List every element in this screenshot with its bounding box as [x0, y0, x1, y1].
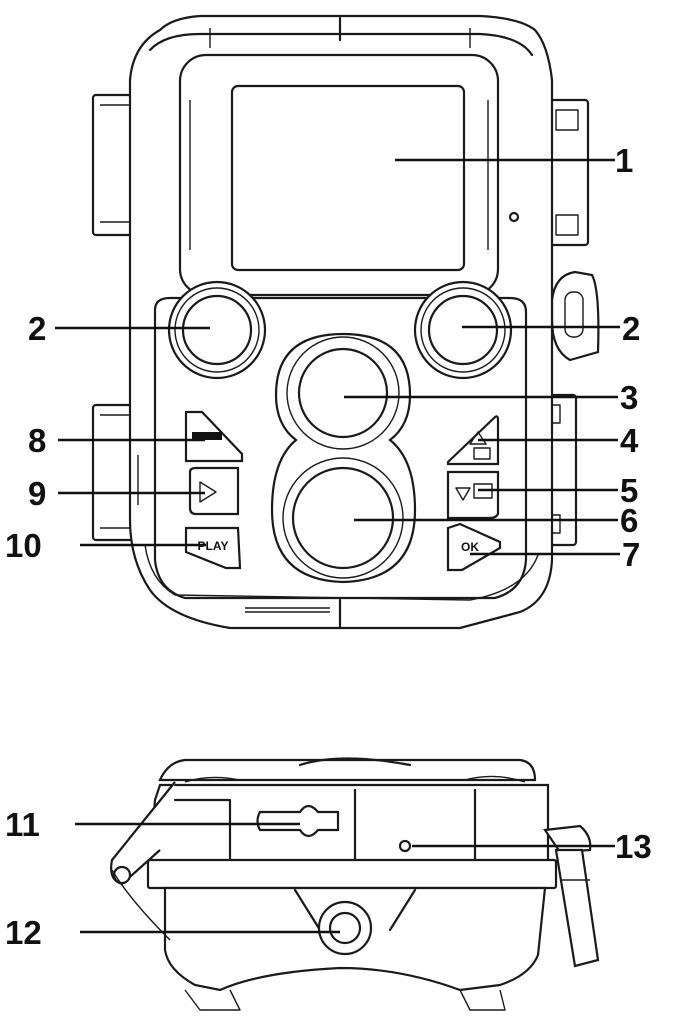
play-button[interactable]: PLAY [184, 526, 242, 570]
front-view: PLAY OK [91, 14, 600, 630]
callout-3: 3 [620, 379, 638, 416]
callout-4: 4 [620, 422, 639, 459]
bottom-top-rim [158, 758, 537, 782]
infrared-led-right [413, 280, 513, 380]
bottom-view [110, 757, 600, 1011]
menu-button[interactable] [184, 410, 244, 463]
callout-8: 8 [28, 422, 46, 459]
callout-9: 9 [28, 475, 46, 512]
leader-lines [55, 158, 620, 934]
infrared-led-left [167, 280, 267, 380]
down-triangle-icon [455, 487, 471, 501]
down-video-button[interactable] [446, 470, 500, 520]
callout-2-left: 2 [28, 310, 46, 347]
pir-sensor [282, 457, 404, 579]
callout-12: 12 [5, 914, 42, 951]
lcd-screen [230, 84, 466, 272]
up-capture-button[interactable] [446, 415, 500, 466]
status-led-icon [508, 211, 520, 223]
ok-button[interactable]: OK [446, 522, 502, 572]
callout-numbers: 1 2 2 3 4 5 6 7 8 9 10 11 12 13 [5, 142, 652, 951]
camera-icon [473, 447, 491, 460]
bottom-base-plate [146, 858, 558, 890]
callout-10: 10 [5, 527, 42, 564]
callout-13: 13 [615, 828, 652, 865]
callout-7: 7 [622, 536, 640, 573]
callout-11: 11 [5, 806, 40, 843]
ok-button-label: OK [461, 540, 479, 554]
right-arrow-button[interactable] [188, 466, 240, 516]
right-latch [543, 824, 592, 854]
play-button-label: PLAY [198, 539, 229, 553]
callout-2-right: 2 [622, 310, 640, 347]
callout-1: 1 [615, 142, 633, 179]
callout-6: 6 [620, 502, 638, 539]
reset-hole-icon [398, 839, 412, 853]
camera-lens [286, 336, 400, 450]
lock-tab [550, 270, 600, 362]
up-triangle-icon [469, 431, 487, 445]
callout-5: 5 [620, 472, 638, 509]
tripod-mount [317, 900, 373, 956]
